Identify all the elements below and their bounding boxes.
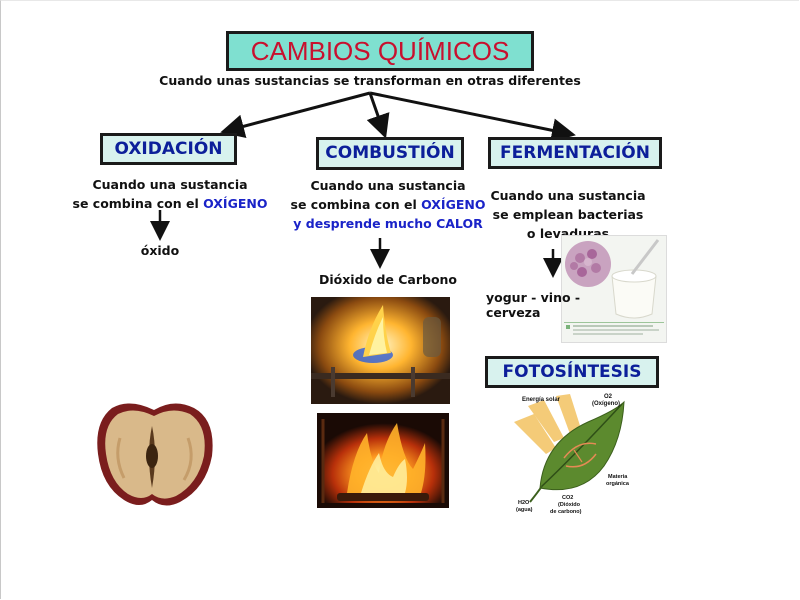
label-h2o: H2O — [518, 500, 530, 506]
label-energia: Energía solar — [522, 397, 561, 403]
combustion-desc-prefix: se combina con el — [290, 197, 417, 212]
oxidacion-label: OXIDACIÓN — [114, 139, 223, 159]
fermentacion-box: FERMENTACIÓN — [488, 137, 662, 169]
photosynthesis-diagram: Energía solar O2 (Oxígeno) Materia orgán… — [504, 392, 638, 518]
fermentacion-description: Cuando una sustancia se emplean bacteria… — [478, 186, 658, 243]
oxidacion-result: óxido — [140, 243, 180, 258]
fotosintesis-label: FOTOSÍNTESIS — [502, 362, 642, 382]
oxidacion-description: Cuando una sustancia se combina con el O… — [60, 175, 280, 213]
combustion-box: COMBUSTIÓN — [316, 137, 464, 170]
combustion-desc-line1: Cuando una sustancia — [310, 178, 466, 193]
fermentacion-result: yogur - vino - cerveza — [486, 290, 581, 320]
arrow-to-combustion — [366, 92, 390, 139]
combustion-result: Dióxido de Carbono — [318, 272, 458, 287]
combustion-label: COMBUSTIÓN — [325, 143, 455, 163]
oxidacion-desc-highlight: OXÍGENO — [203, 196, 268, 211]
fermentacion-desc-line1: Cuando una sustancia — [490, 188, 646, 203]
oxidacion-desc-line1: Cuando una sustancia — [92, 177, 248, 192]
page-title: CAMBIOS QUÍMICOS — [226, 31, 534, 71]
fotosintesis-box: FOTOSÍNTESIS — [485, 356, 659, 388]
oxidized-apple-image — [90, 398, 220, 510]
oxidacion-desc-line2: se combina con el OXÍGENO — [60, 194, 280, 213]
yogurt-image — [561, 235, 667, 343]
label-co2: CO2 — [562, 495, 573, 501]
combustion-description: Cuando una sustancia se combina con el O… — [278, 176, 498, 233]
combustion-desc-line3: y desprende mucho CALOR — [293, 216, 483, 231]
combustion-desc-highlight: OXÍGENO — [421, 197, 486, 212]
label-o2-sub: (Oxígeno) — [592, 401, 620, 407]
arrow-to-fermentacion — [369, 91, 576, 143]
label-o2: O2 — [604, 394, 613, 400]
label-materia: Materia — [608, 474, 628, 480]
gas-flame-image — [311, 297, 450, 404]
label-h2o-sub: (agua) — [516, 507, 533, 513]
label-materia-sub: orgánica — [606, 481, 630, 487]
combustion-desc-line2: se combina con el OXÍGENO — [278, 195, 498, 214]
label-co2-sub: (Dióxido — [558, 502, 581, 508]
fermentacion-label: FERMENTACIÓN — [500, 143, 650, 163]
fermentacion-desc-line2: se emplean bacterias — [492, 207, 644, 222]
oxidacion-desc-prefix: se combina con el — [72, 196, 199, 211]
oxidacion-box: OXIDACIÓN — [100, 133, 237, 165]
arrow-to-oxidacion — [220, 91, 371, 139]
label-co2-sub2: de carbono) — [550, 509, 582, 515]
subtitle: Cuando unas sustancias se transforman en… — [159, 73, 581, 88]
fireplace-image — [317, 413, 449, 508]
